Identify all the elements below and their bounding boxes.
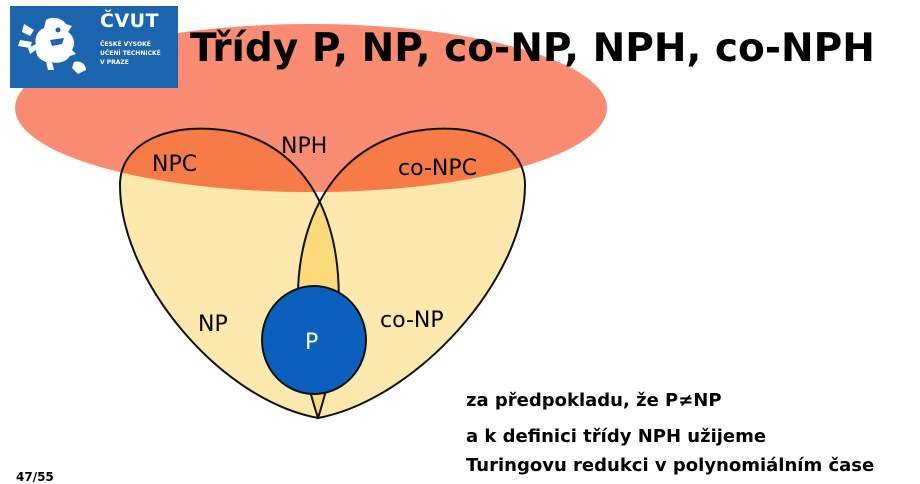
- slide-title: Třídy P, NP, co-NP, NPH, co-NPH: [190, 26, 875, 71]
- page-number: 47/55: [16, 470, 54, 484]
- label-np: NP: [198, 312, 228, 337]
- logo-name: ČVUT: [100, 10, 160, 32]
- note-assumption: za předpokladu, že P≠NP: [466, 390, 722, 411]
- lion-emblem-icon: [18, 17, 86, 74]
- label-nph: NPH: [281, 134, 328, 159]
- cvut-logo: ČVUT ČESKÉ VYSOKÉ UČENÍ TECHNICKÉ V PRAZ…: [10, 6, 178, 88]
- label-conp: co-NP: [380, 308, 444, 333]
- label-p: P: [305, 330, 319, 355]
- logo-subtitle: ČESKÉ VYSOKÉ UČENÍ TECHNICKÉ V PRAZE: [100, 40, 176, 67]
- label-conpc: co-NPC: [398, 156, 477, 181]
- np-outline: [118, 127, 340, 420]
- note-definition: a k definici třídy NPH užijeme: [466, 426, 767, 447]
- logo-subtitle-line: ČESKÉ VYSOKÉ: [100, 41, 151, 48]
- logo-subtitle-line: UČENÍ TECHNICKÉ: [100, 50, 161, 57]
- note-reduction: Turingovu redukci v polynomiálním čase: [466, 455, 875, 476]
- logo-subtitle-line: V PRAZE: [100, 59, 129, 66]
- label-npc: NPC: [152, 152, 198, 177]
- p-region: [261, 285, 367, 395]
- conp-outline: [296, 127, 527, 420]
